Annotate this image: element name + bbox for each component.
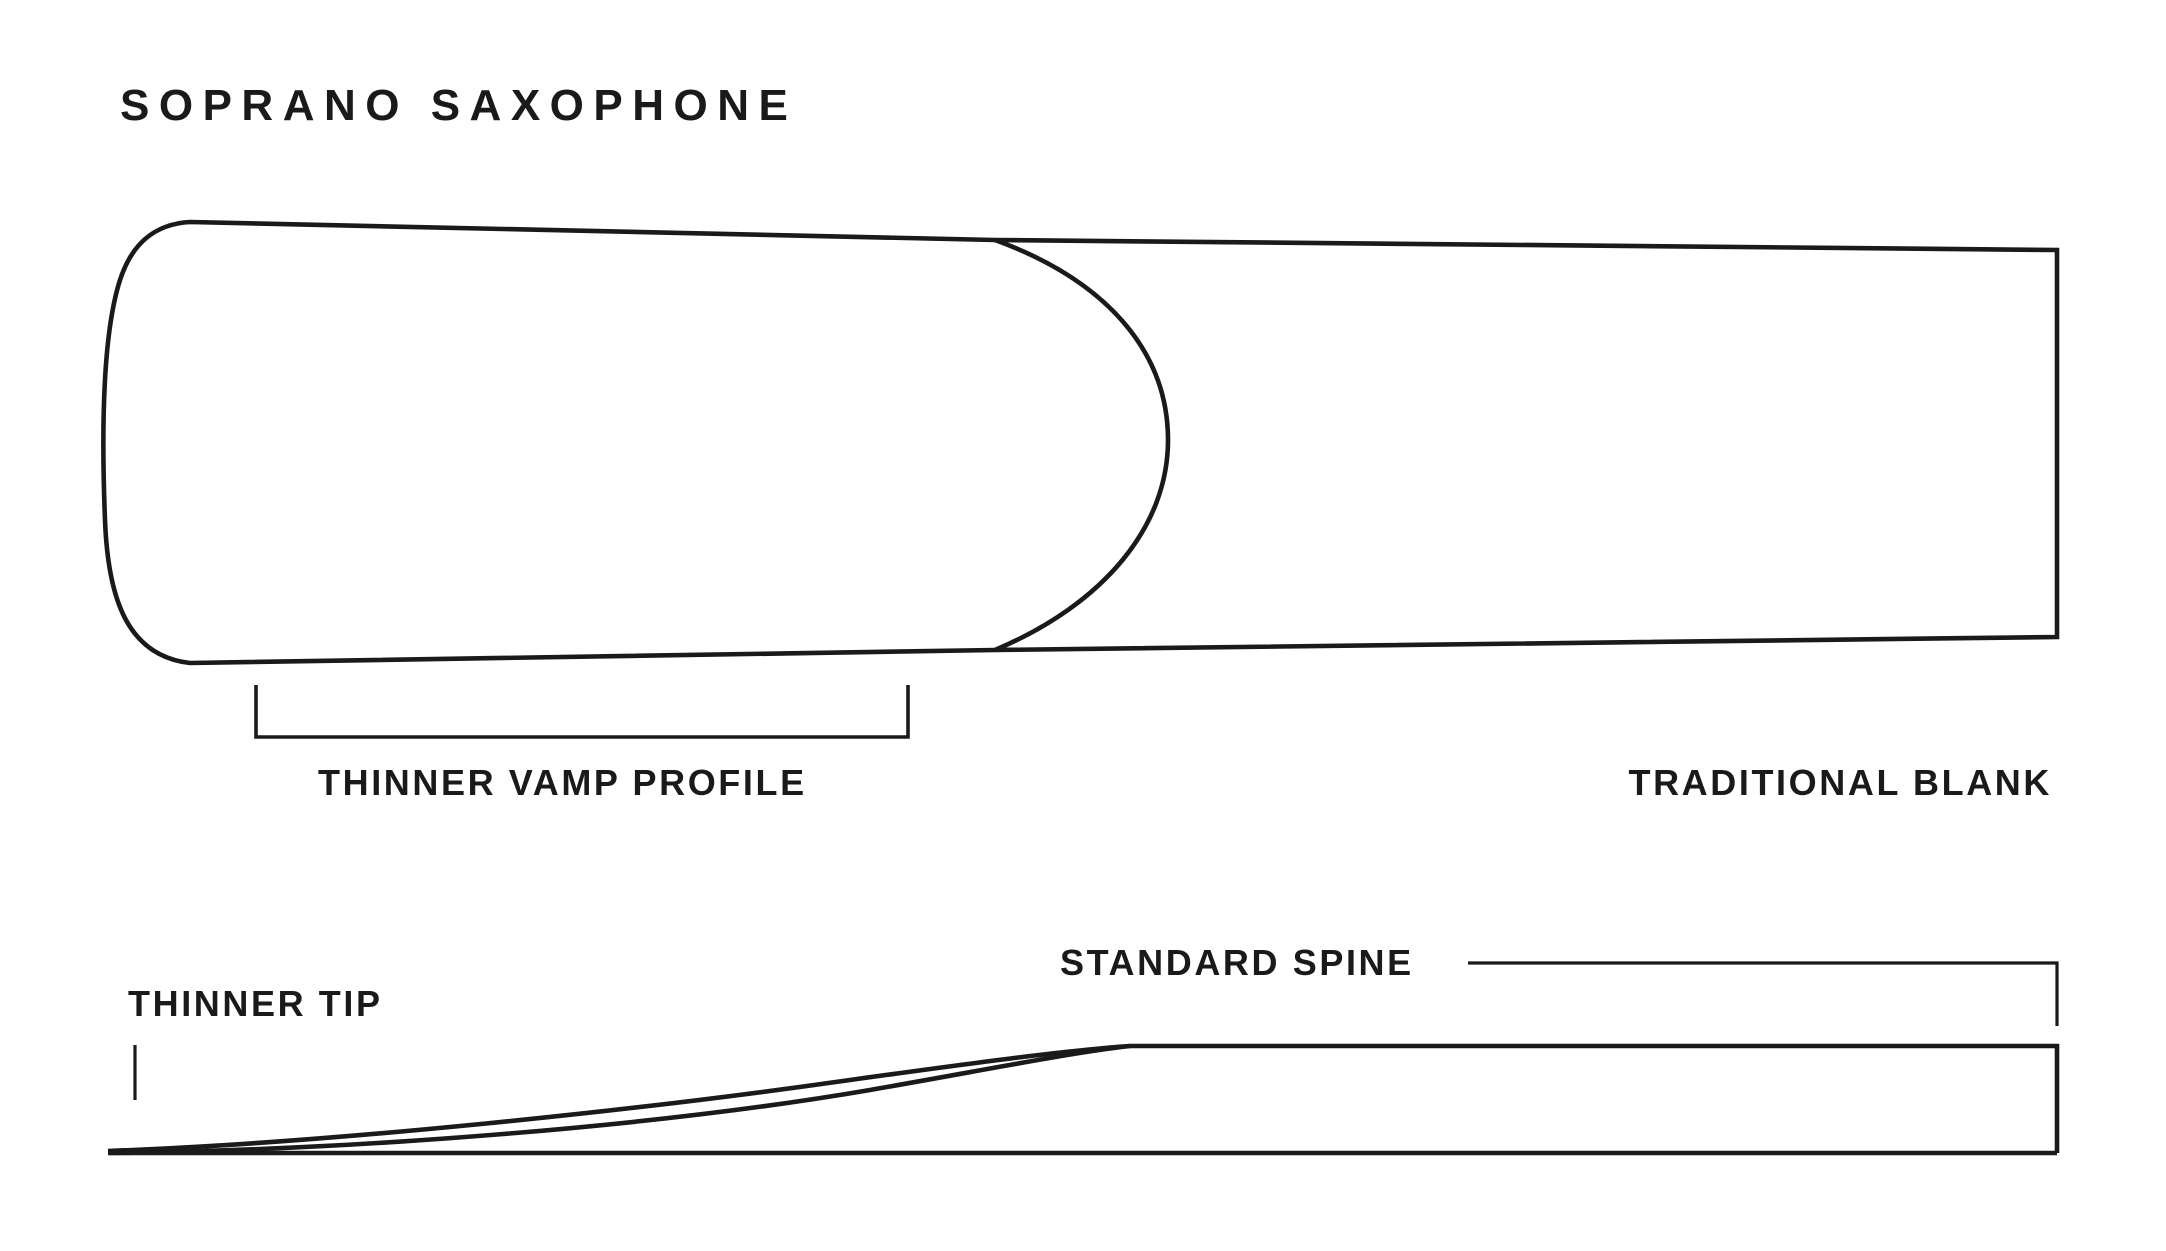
- reed-body-outline: [101, 219, 2060, 666]
- vamp-measure-bracket: [254, 685, 910, 739]
- reed-side-profile-outline: [107, 1043, 2060, 1156]
- standard-spine-leader-line: [1468, 961, 2059, 1026]
- side-profile-taper-lower: [109, 1043, 1131, 1156]
- label-thinner-vamp-profile: THINNER VAMP PROFILE: [318, 762, 807, 803]
- vamp-bracket-path: [254, 685, 910, 739]
- page-title: SOPRANO SAXOPHONE: [120, 81, 797, 130]
- label-thinner-tip: THINNER TIP: [128, 983, 383, 1024]
- label-standard-spine: STANDARD SPINE: [1060, 942, 1414, 983]
- side-profile-taper-upper: [107, 1043, 1131, 1154]
- reed-top-view-outline: [101, 219, 2060, 666]
- vamp-curve: [994, 237, 1171, 653]
- side-profile-spine-top: [1130, 1043, 2060, 1153]
- label-traditional-blank: TRADITIONAL BLANK: [1628, 762, 2052, 803]
